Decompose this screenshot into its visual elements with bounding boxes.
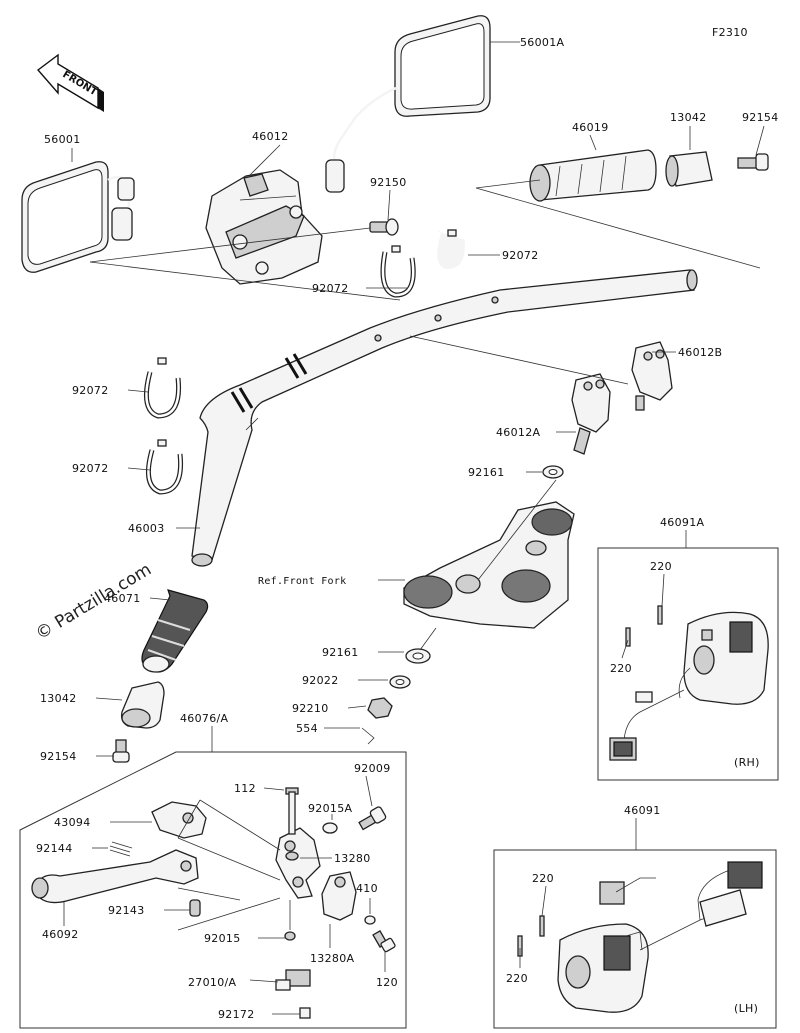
label-27010A: 27010/A [188,976,236,989]
label-13280: 13280 [334,852,371,865]
label-46091: 46091 [624,804,661,817]
label-410: 410 [356,882,378,895]
label-120: 120 [376,976,398,989]
left-grip [141,589,209,673]
label-46092: 46092 [42,928,79,941]
label-13042-bottom: 13042 [40,692,77,705]
label-220-lh-b: 220 [506,972,528,985]
washer-410 [364,915,376,925]
brake-lever [31,849,199,904]
handlebar-holder-upper [631,341,673,411]
label-56001: 56001 [44,133,81,146]
lever-holder [275,827,321,899]
upper-bracket [403,501,575,629]
clamp-13280A [321,871,357,921]
label-220-rh-b: 220 [610,662,632,675]
label-ref-front-fork: Ref.Front Fork [258,576,347,587]
spring-92144 [109,841,133,857]
figure-code: F2310 [712,26,748,39]
handlebar-holder-lower [571,373,611,455]
label-92161-b: 92161 [322,646,359,659]
lever-assembly-box [19,751,407,1029]
bar-end-weight-top [665,151,713,187]
nut-92210 [367,697,393,719]
rh-switch-box [597,547,779,781]
switch-27010A [275,969,311,991]
bolt-92009 [358,806,387,831]
mirror-right [325,15,491,193]
mirror-holder [205,169,323,285]
front-arrow-icon: FRONT [36,53,104,112]
bar-end-weight-bottom [120,681,165,729]
label-92210: 92210 [292,702,329,715]
label-46012A: 46012A [496,426,540,439]
label-rh: (RH) [734,756,760,769]
rh-switch-housing [609,605,769,761]
label-13042-top: 13042 [670,111,707,124]
label-13280A: 13280A [310,952,354,965]
label-46012: 46012 [252,130,289,143]
leader-lines [63,41,765,1015]
lever-bracket-43094 [151,801,207,839]
cotter-pin [361,727,375,745]
label-92154-top: 92154 [742,111,779,124]
bolt-92150 [369,218,399,236]
label-92072-c: 92072 [72,384,109,397]
mirror-left [21,161,135,273]
label-56001A: 56001A [520,36,564,49]
label-92144: 92144 [36,842,73,855]
screw-92172 [299,1007,311,1019]
label-46076A: 46076/A [180,712,228,725]
screw-bottom [112,739,130,763]
label-92150: 92150 [370,176,407,189]
nut-92015 [284,931,296,941]
bolt-112 [285,787,299,835]
label-92172: 92172 [218,1008,255,1021]
label-46071: 46071 [104,592,141,605]
label-46019: 46019 [572,121,609,134]
screw-top [737,153,769,171]
label-92154-bottom: 92154 [40,750,77,763]
label-554: 554 [296,722,318,735]
label-lh: (LH) [734,1002,758,1015]
lh-switch-housing [517,861,763,1013]
label-92072-b: 92072 [312,282,349,295]
label-92015: 92015 [204,932,241,945]
washer-92015A [322,822,338,834]
label-43094: 43094 [54,816,91,829]
pivot-92143 [189,899,201,917]
label-46091A: 46091A [660,516,704,529]
washer-13280 [285,851,299,861]
label-46012B: 46012B [678,346,722,359]
label-46003: 46003 [128,522,165,535]
clamp-band [143,229,468,495]
label-92072-a: 92072 [502,249,539,262]
label-92009: 92009 [354,762,391,775]
bolt-120 [372,930,396,953]
label-220-lh-a: 220 [532,872,554,885]
throttle-grip [529,149,657,202]
handlebar [191,269,698,567]
part-labels: 56001A 56001 46012 92150 46019 13042 921… [36,36,779,1021]
label-220-rh-a: 220 [650,560,672,573]
label-92022: 92022 [302,674,339,687]
label-92072-d: 92072 [72,462,109,475]
label-92015A: 92015A [308,802,352,815]
label-92161-a: 92161 [468,466,505,479]
label-112: 112 [234,782,256,795]
lh-switch-box [493,849,777,1029]
label-92143: 92143 [108,904,145,917]
